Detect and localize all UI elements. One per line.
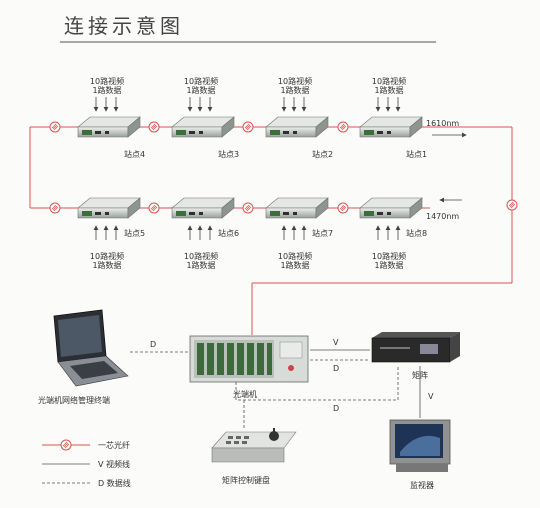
legend-data-label: D 数据线 [98,479,131,488]
fiber-coupler-icon [242,121,254,133]
link-label-v: V [333,338,339,347]
station-label: 站点4 [124,150,146,159]
laptop-label: 光端机网络管理终端 [38,396,110,405]
matrix-label: 矩阵 [412,371,428,380]
fiber-coupler-icon [49,202,61,214]
legend-fiber-label: 一芯光纤 [98,441,130,450]
wavelength-1610-label: 1610nm [426,119,460,128]
link-label-d: D [333,364,340,373]
legend-video-label: V 视频线 [98,460,131,469]
fiber-coupler-icon [148,121,160,133]
rack-label: 光端机 [233,390,257,399]
fiber-coupler-icon [148,202,160,214]
station-label: 站点3 [218,150,240,159]
optical-node-icon [77,116,141,138]
monitor-icon [389,419,451,472]
optical-node-icon [171,197,235,219]
legend-fiber-coupler-icon [60,439,72,451]
fiber-coupler-icon [49,121,61,133]
link-keyboard-matrix-d [235,366,399,401]
optical-node-icon [171,116,235,138]
station-label: 站点1 [406,150,428,159]
optical-node-icon [77,197,141,219]
monitor-label: 监视器 [410,481,434,490]
input-arrows-bottom [93,225,401,240]
wavelength-1470-label: 1470nm [426,212,460,221]
fiber-ring [29,126,513,335]
matrix-icon [371,332,460,363]
laptop-icon [53,309,129,387]
keyboard-label: 矩阵控制键盘 [222,476,270,485]
station-label: 站点6 [218,229,240,238]
optical-node-icon [359,116,423,138]
fiber-coupler-icon [242,202,254,214]
link-label-d: D [333,404,340,413]
optical-terminal-rack-icon [189,335,309,383]
page-title: 连接示意图 [64,14,184,38]
link-label-d: D [150,340,157,349]
station-label: 站点8 [406,229,428,238]
optical-node-icon [359,197,423,219]
station-label: 站点5 [124,229,146,238]
matrix-keyboard-icon [211,428,297,463]
fiber-coupler-icon [337,202,349,214]
fiber-coupler-icon [506,199,518,211]
optical-node-icon [265,116,329,138]
fiber-coupler-icon [337,121,349,133]
link-label-v: V [428,392,434,401]
optical-node-icon [265,197,329,219]
station-label: 站点2 [312,150,334,159]
input-arrows-top [93,97,401,112]
station-label: 站点7 [312,229,334,238]
